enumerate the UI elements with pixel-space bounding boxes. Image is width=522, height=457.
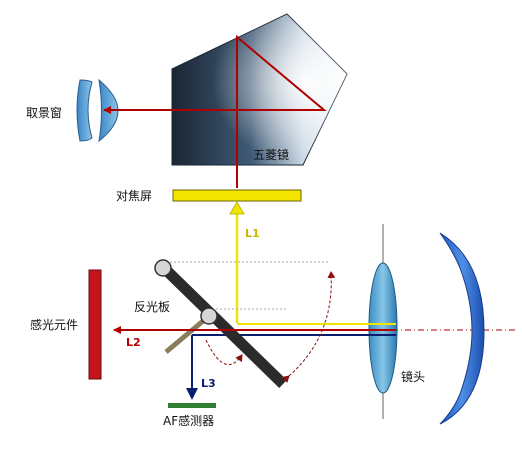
sub-mirror xyxy=(164,314,211,354)
lens-element-small xyxy=(368,262,398,394)
ray-l3-arrowhead xyxy=(186,388,198,400)
af-sensor xyxy=(168,403,216,408)
reflex-mirror-label: 反光板 xyxy=(134,300,170,314)
ray-l2-label: L2 xyxy=(126,336,141,349)
viewfinder-lenses xyxy=(76,78,119,143)
ray-l1-arrowhead xyxy=(229,201,245,215)
ray-l1-label: L1 xyxy=(245,227,260,240)
pentaprism xyxy=(171,13,348,166)
reflex-mirror xyxy=(154,259,287,388)
lens-label: 镜头 xyxy=(401,369,425,384)
viewfinder-ray xyxy=(103,34,327,188)
focusing-screen xyxy=(172,189,302,202)
pentaprism-label: 五菱镜 xyxy=(253,147,289,162)
mirror-pivot-top xyxy=(154,259,172,277)
viewfinder-label: 取景窗 xyxy=(26,106,62,120)
lens-element-large xyxy=(439,232,485,425)
af-sensor-label: AF感测器 xyxy=(163,413,214,428)
ray-l3-label: L3 xyxy=(201,377,216,390)
mirror-pivot-sub xyxy=(200,307,218,325)
ray-l1 xyxy=(229,201,245,323)
eyepiece-lens-left xyxy=(76,79,93,142)
focusing-screen-label: 对焦屏 xyxy=(116,189,152,203)
reflex-mirror-plate xyxy=(159,263,287,388)
ray-l3 xyxy=(186,335,198,400)
image-sensor xyxy=(88,269,102,380)
rotation-arc-sub-icon xyxy=(205,339,243,366)
image-sensor-label: 感光元件 xyxy=(30,317,78,332)
